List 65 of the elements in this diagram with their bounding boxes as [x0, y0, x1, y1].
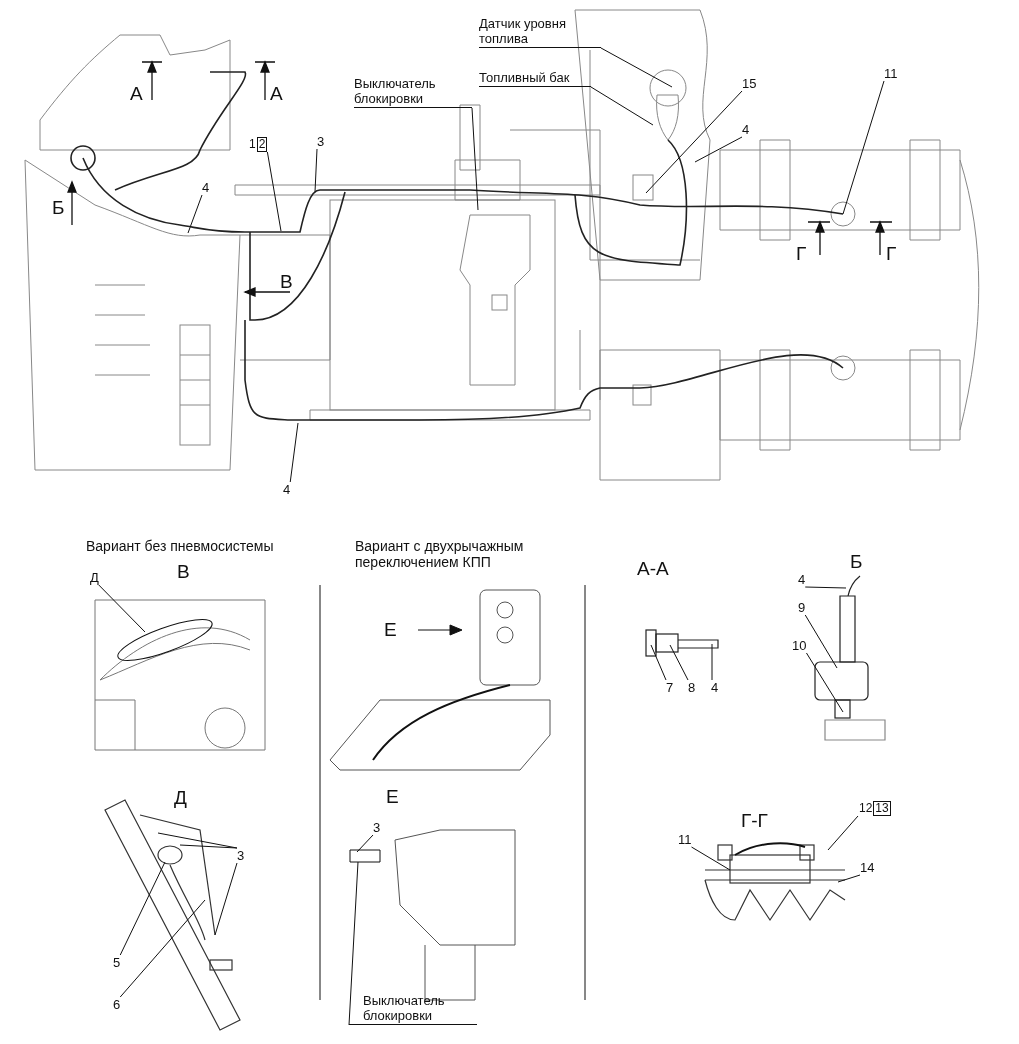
leader-line	[356, 834, 374, 853]
leader-line	[179, 844, 238, 849]
view-letter: Д	[174, 788, 187, 808]
section-letter: Г	[886, 244, 897, 264]
callout-number: 9	[798, 600, 806, 615]
leader-line	[187, 194, 203, 234]
callout-number: 4	[202, 180, 210, 195]
leader-line	[119, 899, 206, 998]
callout-number: 3	[317, 134, 325, 149]
view-letter: Е	[386, 787, 399, 807]
leader-line	[266, 151, 282, 232]
callout-number: Д	[90, 570, 99, 585]
leader-line	[827, 815, 859, 851]
view-letter: Е	[384, 620, 397, 640]
leader-line	[842, 80, 885, 215]
callout-number: 15	[742, 76, 757, 91]
view-caption: Вариант с двухрычажным переключением КПП	[355, 538, 525, 570]
section-letter: Б	[52, 198, 65, 218]
callout-number: 10	[792, 638, 807, 653]
callout-number: 4	[283, 482, 291, 497]
view-letter: Г-Г	[741, 811, 768, 831]
callout-text: Датчик уровня топлива	[479, 16, 601, 48]
leader-line	[804, 586, 847, 589]
leader-line	[289, 422, 299, 483]
leader-line	[804, 614, 838, 669]
callout-number: 4	[742, 122, 750, 137]
callout-number: 4	[711, 680, 719, 695]
view-letter: В	[177, 562, 190, 582]
leader-line	[119, 861, 166, 956]
leader-line	[650, 644, 667, 681]
section-letter: А	[130, 84, 143, 104]
leader-line	[669, 644, 689, 681]
leader-line	[157, 832, 238, 849]
callout-text: Выключатель блокировки	[349, 993, 477, 1025]
callout-number: 11	[678, 832, 692, 847]
callout-number: 6	[113, 997, 121, 1012]
section-letter: В	[280, 272, 293, 292]
callout-text: Топливный бак	[479, 70, 591, 87]
view-caption: Вариант без пневмосистемы	[86, 538, 274, 554]
leader-line	[214, 862, 238, 936]
leader-line	[600, 47, 673, 88]
leader-line	[590, 86, 654, 126]
callout-number: 8	[688, 680, 696, 695]
callout-number: 4	[798, 572, 806, 587]
leader-line	[837, 874, 861, 883]
leader-line	[694, 136, 743, 163]
view-letter: А-А	[637, 559, 669, 579]
leader-line	[348, 861, 359, 1026]
section-letter: Г	[796, 244, 807, 264]
leader-line	[805, 652, 844, 713]
leader-line	[98, 584, 146, 633]
section-letter: А	[270, 84, 283, 104]
leader-line	[314, 148, 318, 193]
callout-number: 3	[237, 848, 245, 863]
leader-line	[691, 846, 731, 871]
leader-line	[711, 643, 713, 681]
leader-line	[471, 107, 479, 211]
callout-number: 5	[113, 955, 121, 970]
leader-line	[645, 90, 743, 194]
callout-number: 7	[666, 680, 674, 695]
callout-number: 14	[860, 860, 875, 875]
callout-number: 3	[373, 820, 381, 835]
callout-number: 11	[884, 66, 898, 81]
callout-text: Выключатель блокировки	[354, 76, 472, 108]
view-letter: Б	[850, 552, 863, 572]
